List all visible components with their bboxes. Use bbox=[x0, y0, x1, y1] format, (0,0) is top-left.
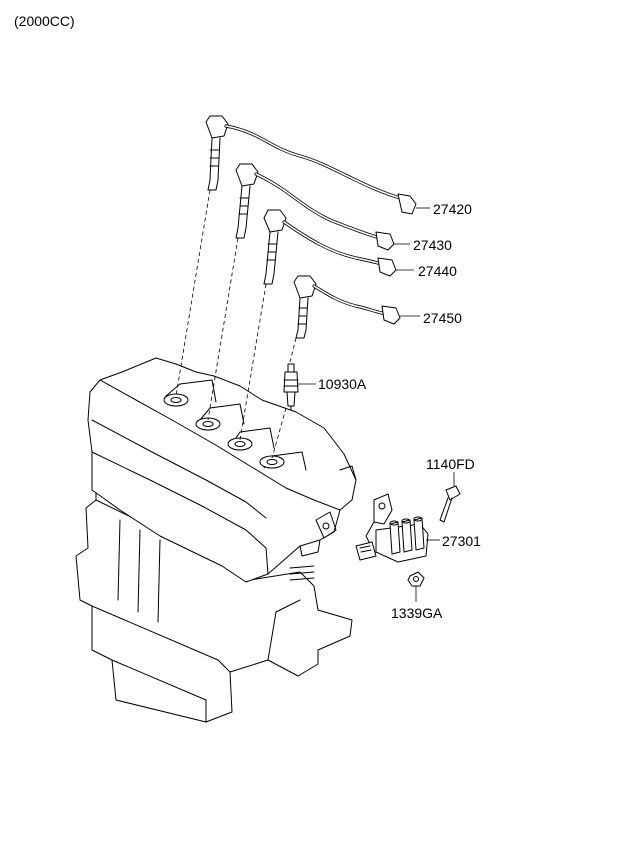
spark-plug-cable-27430[interactable] bbox=[235, 163, 395, 251]
ignition-coil-27301[interactable] bbox=[355, 493, 429, 563]
callout-27450[interactable]: 27450 bbox=[423, 310, 462, 326]
assembly-guide-lines bbox=[175, 189, 297, 459]
callout-27430[interactable]: 27430 bbox=[413, 237, 452, 253]
nut-1339GA[interactable] bbox=[407, 571, 425, 587]
callout-27440[interactable]: 27440 bbox=[418, 263, 457, 279]
callout-1339GA[interactable]: 1339GA bbox=[391, 605, 443, 621]
callout-10930A[interactable]: 10930A bbox=[318, 376, 367, 392]
spark-plug-cable-27420[interactable] bbox=[205, 115, 417, 215]
bolt-1140FD[interactable] bbox=[439, 485, 461, 523]
spark-plug-cable-27450[interactable] bbox=[293, 275, 401, 339]
spark-plug-cable-27440[interactable] bbox=[263, 209, 397, 285]
engine-variant-label: (2000CC) bbox=[14, 13, 75, 29]
callout-leaders bbox=[298, 207, 455, 602]
callout-27301[interactable]: 27301 bbox=[442, 533, 481, 549]
callout-1140FD[interactable]: 1140FD bbox=[426, 456, 475, 472]
engine-block bbox=[75, 357, 357, 723]
spark-plug-10930A[interactable] bbox=[283, 363, 299, 411]
callout-27420[interactable]: 27420 bbox=[433, 201, 472, 217]
